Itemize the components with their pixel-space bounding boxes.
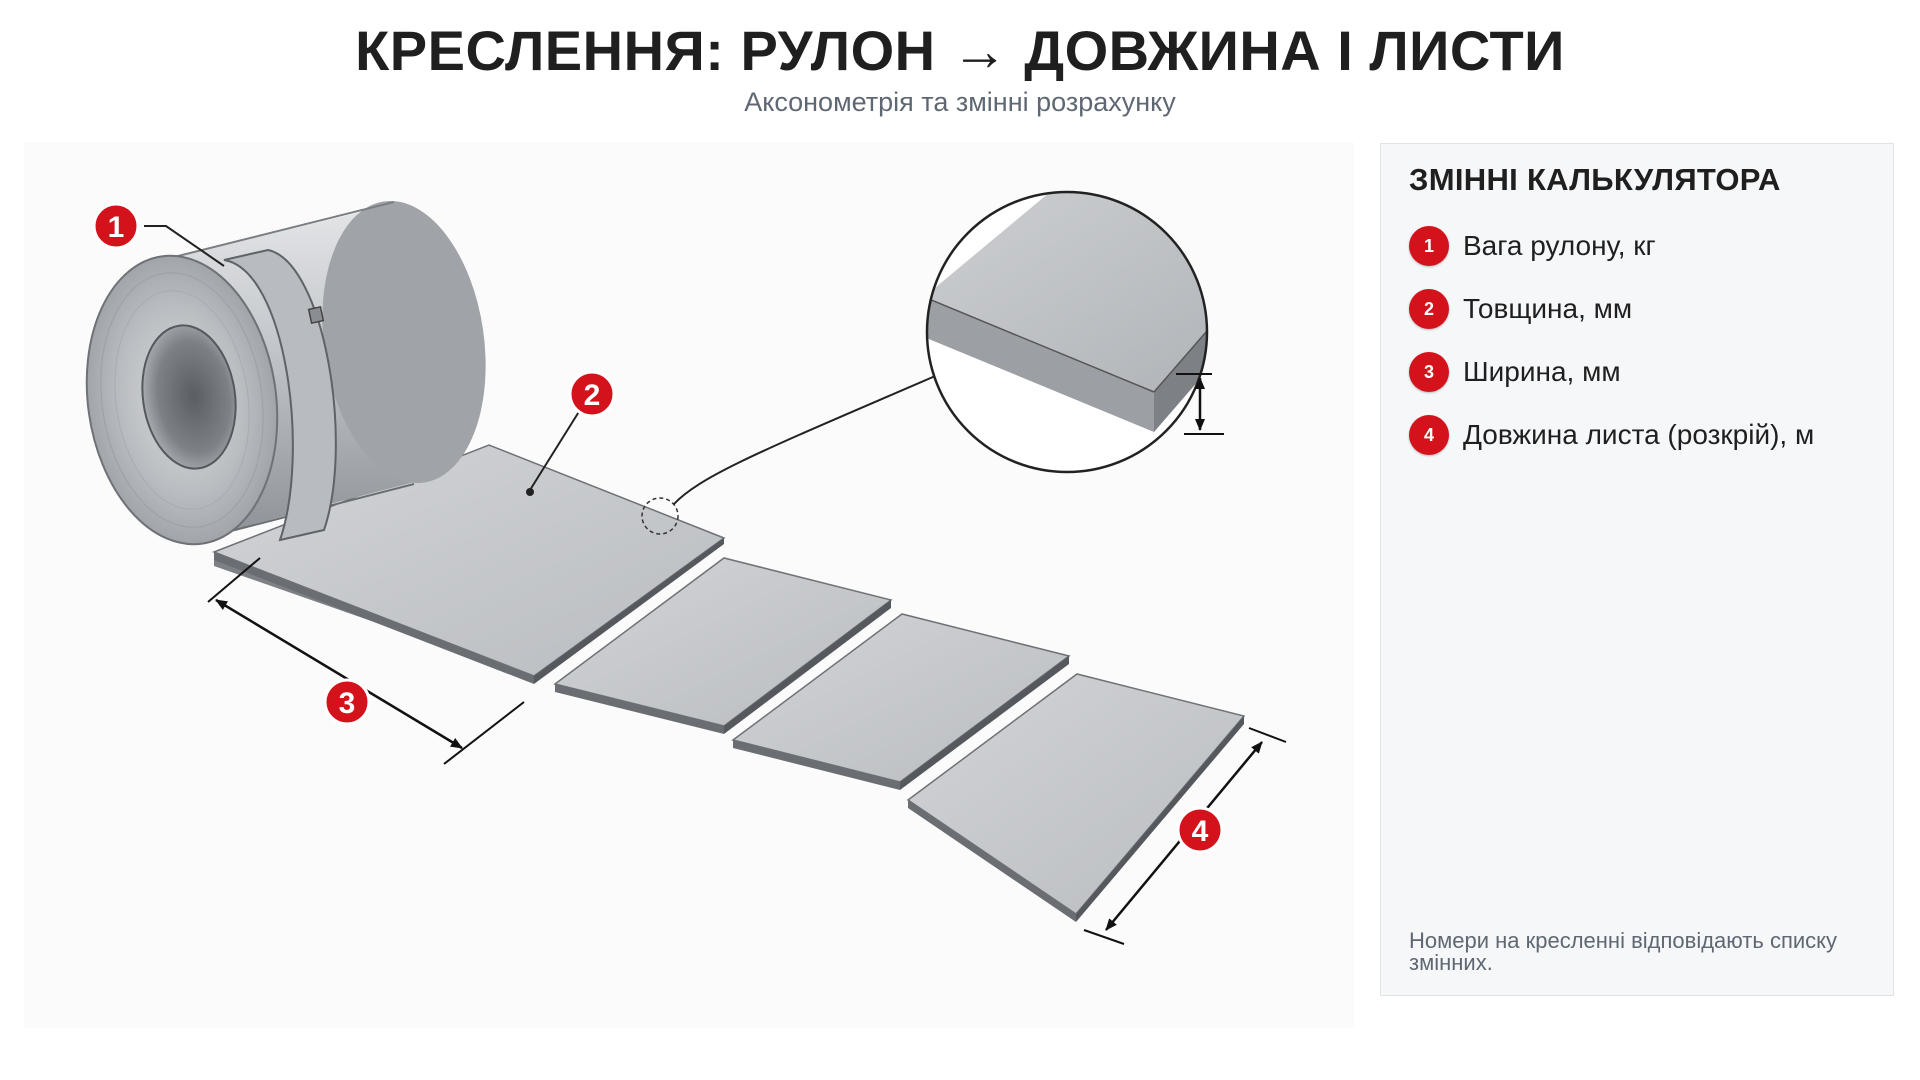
svg-text:4: 4 [1192, 815, 1209, 848]
page-subtitle: Аксонометрія та змінні розрахунку [744, 87, 1176, 117]
thickness-detail [925, 190, 1224, 474]
variable-label: Вага рулону, кг [1463, 230, 1656, 261]
sheet-2 [731, 613, 1071, 790]
variable-item-thickness: 2 Товщина, мм [1409, 289, 1814, 329]
callout-badge-2: 2 [568, 370, 616, 418]
coil-strap [223, 248, 337, 542]
callout-badge-1: 1 [92, 202, 140, 250]
width-dimension [207, 557, 525, 765]
callout-2-leader [529, 409, 581, 491]
variable-label: Товщина, мм [1463, 293, 1633, 324]
variable-label: Ширина, мм [1463, 356, 1621, 387]
variable-badge: 1 [1409, 226, 1449, 266]
variable-badge: 4 [1409, 415, 1449, 455]
steel-coil [85, 200, 486, 546]
variable-badge: 3 [1409, 352, 1449, 392]
callout-1-leader [144, 225, 225, 267]
panel-footnote: Номери на кресленні відповідають списку … [1409, 928, 1838, 975]
strap-buckle [307, 306, 325, 324]
callout-badge-3: 3 [323, 678, 371, 726]
sheet-1 [553, 557, 893, 734]
coil-hole [141, 324, 237, 470]
variable-label: Довжина листа (розкрій), м [1463, 419, 1815, 450]
variable-item-sheet-length: 4 Довжина листа (розкрій), м [1409, 415, 1814, 455]
header: КРЕСЛЕННЯ: РУЛОН → ДОВЖИНА І ЛИСТИ Аксон… [0, 18, 1920, 118]
callout-2-point [526, 488, 534, 496]
panel-title: ЗМІННІ КАЛЬКУЛЯТОРА [1409, 162, 1781, 197]
variable-item-width: 3 Ширина, мм [1409, 352, 1814, 392]
coil-drawing: 1 2 3 4 [24, 142, 1354, 1028]
callout-badge-4: 4 [1176, 806, 1224, 854]
detail-leader-line [673, 356, 980, 505]
svg-text:1: 1 [108, 211, 125, 244]
detail-marker-circle [641, 497, 679, 535]
variables-panel: ЗМІННІ КАЛЬКУЛЯТОРА 1 Вага рулону, кг 2 … [1380, 143, 1894, 996]
page-title: КРЕСЛЕННЯ: РУЛОН → ДОВЖИНА І ЛИСТИ [355, 19, 1565, 82]
svg-text:2: 2 [584, 379, 601, 412]
variable-item-weight: 1 Вага рулону, кг [1409, 226, 1814, 266]
variables-list: 1 Вага рулону, кг 2 Товщина, мм 3 Ширина… [1409, 226, 1814, 478]
variable-badge: 2 [1409, 289, 1449, 329]
svg-text:3: 3 [339, 687, 356, 720]
